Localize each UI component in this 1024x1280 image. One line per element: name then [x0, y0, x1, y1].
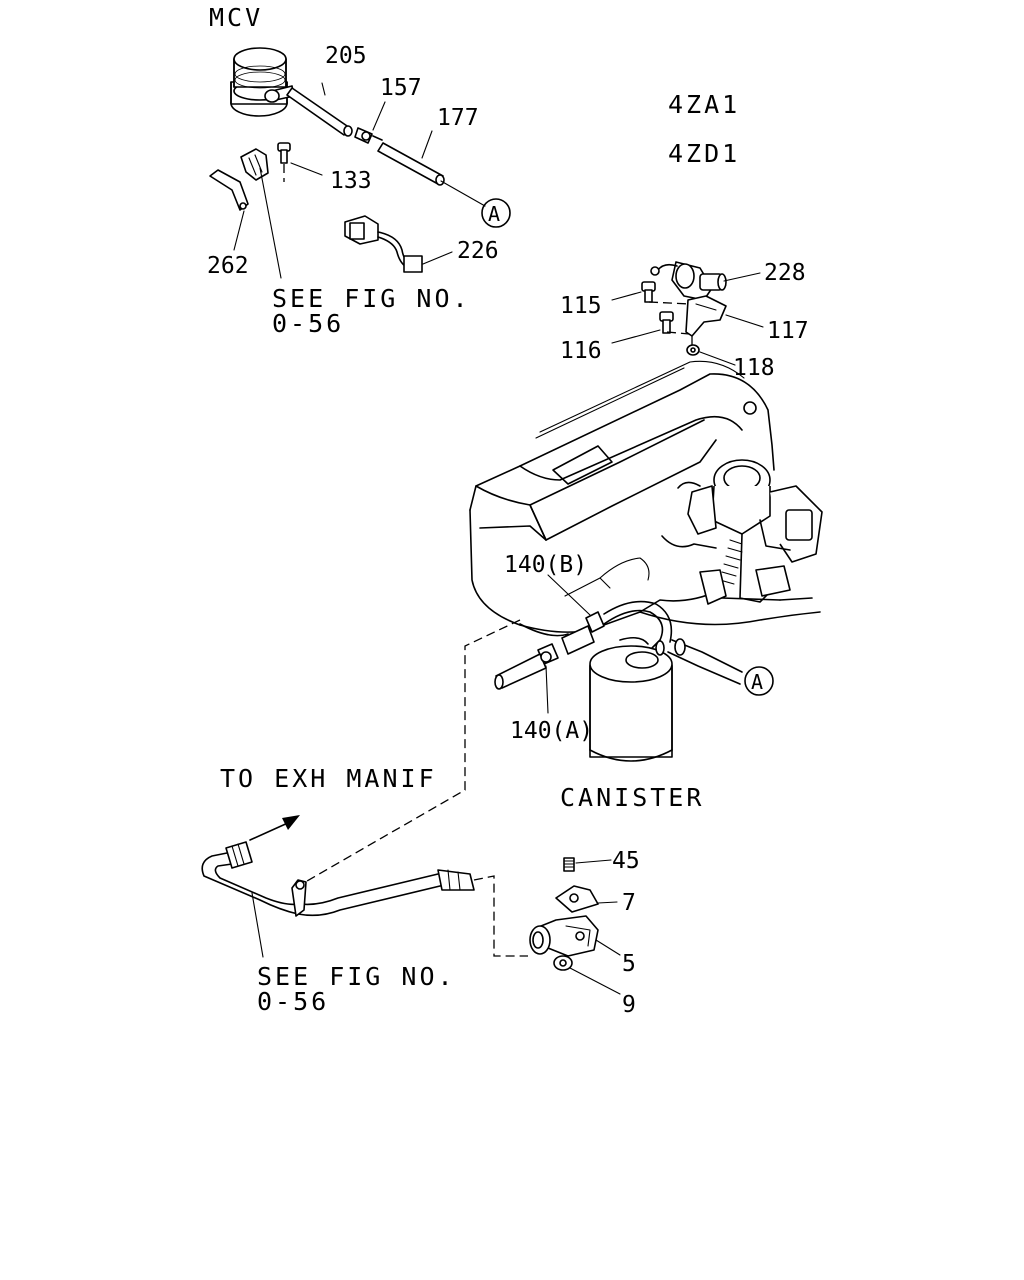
callout-118: 118	[733, 355, 775, 381]
sensor-harness-226	[344, 215, 423, 273]
bolt-116	[611, 311, 690, 344]
mcv-heading: MCV	[209, 3, 263, 32]
to-exh-manif-label: TO EXH MANIF	[220, 764, 437, 793]
callout-140b: 140(B)	[504, 552, 587, 578]
egr-routing-line	[473, 875, 528, 957]
canister	[589, 645, 673, 762]
exh-arrow	[249, 815, 300, 841]
callout-133: 133	[330, 168, 372, 194]
hose-177	[377, 142, 486, 207]
callout-157: 157	[380, 75, 422, 101]
callout-177: 177	[437, 105, 479, 131]
callout-116: 116	[560, 338, 602, 364]
throttle-body	[661, 459, 823, 605]
callout-7: 7	[622, 890, 636, 916]
see-fig-bottom-line2: 0-56	[257, 987, 329, 1016]
plate-7	[555, 885, 618, 913]
callout-9: 9	[622, 992, 636, 1018]
nut-118	[686, 336, 736, 366]
connector-a-top: A	[481, 198, 511, 228]
callout-262: 262	[207, 253, 249, 279]
clip-see-fig	[240, 148, 269, 181]
canister-label: CANISTER	[560, 783, 704, 812]
leader-140a	[545, 665, 549, 714]
bracket-117	[685, 295, 764, 337]
callout-115: 115	[560, 293, 602, 319]
hose-205	[286, 87, 353, 137]
nut-9	[553, 955, 621, 995]
bolt-133	[277, 142, 291, 182]
connector-a-engine: A	[744, 666, 774, 696]
spring-45	[563, 857, 612, 872]
connector-a-top-label: A	[488, 202, 500, 226]
callout-45: 45	[612, 848, 640, 874]
model-4za1-label: 4ZA1	[668, 90, 740, 119]
bracket-262	[209, 169, 249, 211]
callout-228: 228	[764, 260, 806, 286]
connector-157	[354, 127, 383, 144]
connector-a-engine-label: A	[751, 670, 763, 694]
callout-226: 226	[457, 238, 499, 264]
engine-block	[469, 360, 823, 633]
exh-pipe	[201, 841, 475, 917]
check-valve-140a	[540, 651, 552, 663]
callout-205: 205	[325, 43, 367, 69]
leader-see-fig-bottom	[251, 892, 264, 958]
callout-140a: 140(A)	[510, 718, 593, 744]
purge-hose	[603, 600, 743, 685]
solenoid-228	[650, 261, 761, 301]
callout-5: 5	[622, 951, 636, 977]
routing-line	[299, 619, 521, 886]
bolt-115	[611, 281, 691, 305]
callout-117: 117	[767, 318, 809, 344]
see-fig-top-line1: SEE FIG NO.	[272, 284, 471, 313]
see-fig-top-line2: 0-56	[272, 309, 344, 338]
model-4zd1-label: 4ZD1	[668, 139, 740, 168]
leader-140b	[547, 574, 591, 616]
see-fig-bottom-line1: SEE FIG NO.	[257, 962, 456, 991]
check-valve-140b	[494, 611, 605, 690]
leaders-top-left	[233, 82, 453, 279]
egr-valve-5	[529, 915, 621, 957]
mcv-valve	[230, 47, 295, 117]
